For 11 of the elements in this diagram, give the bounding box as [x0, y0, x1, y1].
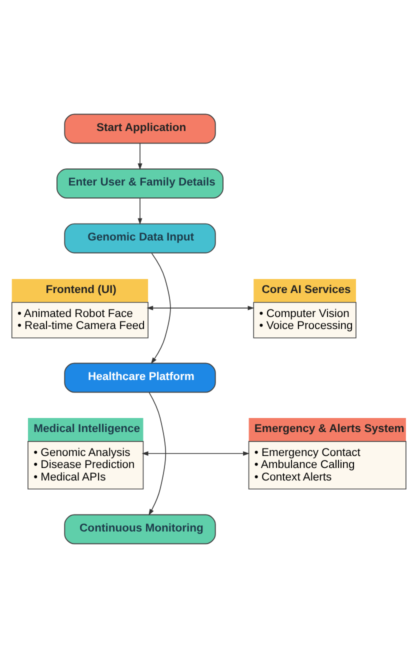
arrow — [138, 142, 142, 170]
arrow — [146, 305, 254, 310]
arrow — [138, 197, 142, 224]
node-box: Start Application — [64, 113, 216, 144]
node-box: Enter User & Family Details — [56, 168, 224, 198]
node-box: Genomic Data Input — [64, 222, 216, 253]
node-box: Healthcare Platform — [64, 362, 216, 392]
arrow — [142, 450, 250, 456]
arrow — [150, 252, 171, 364]
arrow — [148, 392, 166, 516]
node-box: Continuous Monitoring — [64, 514, 216, 544]
